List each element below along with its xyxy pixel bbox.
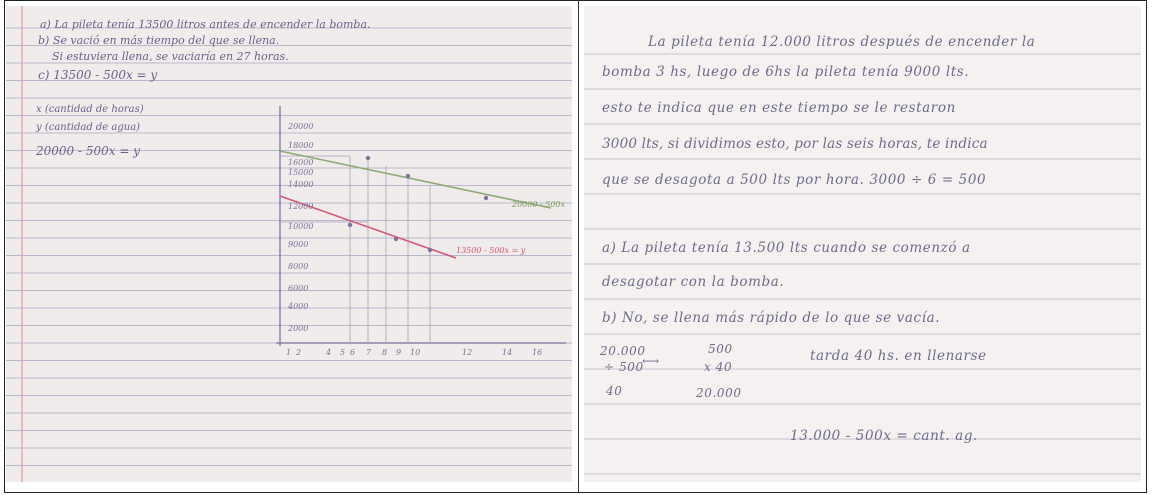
right-line-4: 3000 lts, si dividimos esto, por las sei… xyxy=(602,136,988,152)
y-tick-label: 10000 xyxy=(288,222,314,231)
right-line-6: a) La pileta tenía 13.500 lts cuando se … xyxy=(602,240,971,256)
left-line-5: x (cantidad de horas) xyxy=(36,104,144,115)
hand-drawn-graph xyxy=(276,106,566,346)
x-tick-label: 9 xyxy=(396,348,402,357)
left-line-4: c) 13500 - 500x = y xyxy=(38,68,158,82)
left-line-1: a) La pileta tenía 13500 litros antes de… xyxy=(40,18,371,31)
left-line-3: Si estuviera llena, se vaciaría en 27 ho… xyxy=(52,50,289,63)
pink-point xyxy=(427,247,433,253)
x-tick-label: 2 xyxy=(296,348,302,357)
right-line-3: esto te indica que en este tiempo se le … xyxy=(602,100,956,116)
green-point xyxy=(483,195,489,201)
left-line-6: y (cantidad de agua) xyxy=(36,122,141,133)
right-line-5: que se desagota a 500 lts por hora. 3000… xyxy=(602,172,987,188)
y-tick-label: 20000 xyxy=(288,122,314,131)
y-tick-label: 6000 xyxy=(288,284,309,293)
y-tick-label: 9000 xyxy=(288,240,309,249)
y-tick-label: 18000 xyxy=(288,141,314,150)
pink-line xyxy=(279,195,457,259)
left-ruled-lines xyxy=(6,6,572,482)
right-line-8: b) No, se llena más rápido de lo que se … xyxy=(602,310,941,326)
left-line-2: b) Se vació en más tiempo del que se lle… xyxy=(38,34,280,47)
x-tick-label: 12 xyxy=(462,348,473,357)
y-tick-label: 16000 xyxy=(288,158,314,167)
x-tick-label: 5 xyxy=(340,348,346,357)
arrow-symbol: ⟷ xyxy=(642,354,660,368)
page-divider xyxy=(578,0,579,493)
y-tick-label: 4000 xyxy=(288,302,309,311)
calc-left-3: 40 xyxy=(606,384,623,398)
left-line-7: 20000 - 500x = y xyxy=(36,144,140,158)
calc-right-2: x 40 xyxy=(704,360,733,374)
y-tick-label: 12000 xyxy=(288,202,314,211)
x-tick-label: 1 xyxy=(286,348,292,357)
calc-left-2: ÷ 500 xyxy=(604,360,644,374)
right-line-2: bomba 3 hs, luego de 6hs la pileta tenía… xyxy=(602,64,970,80)
y-tick-label: 2000 xyxy=(288,324,309,333)
pink-point xyxy=(393,236,399,242)
green-point xyxy=(405,173,411,179)
right-line-10: 13.000 - 500x = cant. ag. xyxy=(790,428,978,444)
x-tick-label: 14 xyxy=(502,348,513,357)
left-notebook-photo: a) La pileta tenía 13500 litros antes de… xyxy=(6,6,572,482)
calc-right-3: 20.000 xyxy=(696,386,742,400)
green-line-label: 20000 - 500x xyxy=(512,200,566,209)
right-line-7: desagotar con la bomba. xyxy=(602,274,785,290)
image-frame xyxy=(4,0,1147,493)
y-tick-label: 14000 xyxy=(288,180,314,189)
right-notebook-photo: La pileta tenía 12.000 litros después de… xyxy=(584,6,1141,482)
x-tick-label: 6 xyxy=(350,348,356,357)
x-tick-label: 8 xyxy=(382,348,388,357)
x-tick-label: 16 xyxy=(532,348,543,357)
pink-point xyxy=(347,222,353,228)
right-ruled-lines xyxy=(584,6,1141,482)
x-tick-label: 4 xyxy=(326,348,332,357)
right-line-1: La pileta tenía 12.000 litros después de… xyxy=(648,34,1036,50)
calc-right-1: 500 xyxy=(708,342,733,356)
pink-line-label: 13500 - 500x = y xyxy=(456,246,526,255)
right-line-9: tarda 40 hs. en llenarse xyxy=(810,348,987,364)
y-tick-label: 15000 xyxy=(288,168,314,177)
x-tick-label: 7 xyxy=(366,348,372,357)
calc-left-1: 20.000 xyxy=(600,344,646,358)
green-point xyxy=(365,155,371,161)
y-tick-label: 8000 xyxy=(288,262,309,271)
x-tick-label: 10 xyxy=(410,348,421,357)
green-line xyxy=(279,150,552,209)
